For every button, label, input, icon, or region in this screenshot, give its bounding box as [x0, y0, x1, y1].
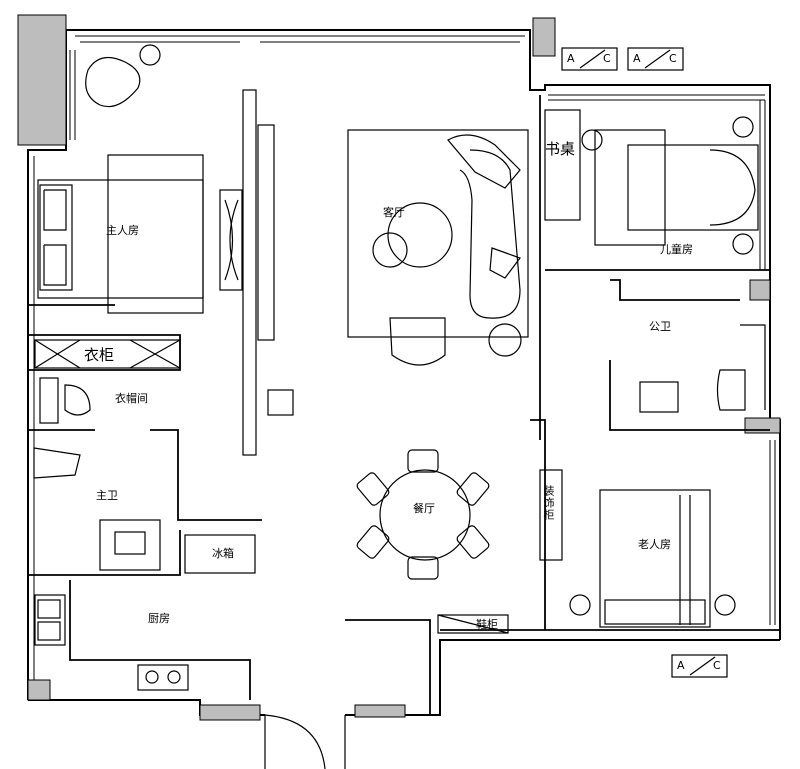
fridge [184, 534, 256, 574]
kids-bed [594, 116, 759, 255]
room-label-master-bedroom: 主人房 [106, 224, 139, 237]
room-label-elder-room: 老人房 [638, 538, 671, 551]
decor-cabinet [539, 469, 563, 561]
room-label-walk-in-closet: 衣帽间 [115, 392, 148, 405]
dining-table [356, 449, 490, 580]
room-label-study: 书桌 [545, 140, 576, 158]
aircon-a-3: A [677, 659, 685, 672]
room-label-public-bath: 公卫 [649, 320, 671, 333]
aircon-units [561, 47, 728, 678]
aircon-c-1: C [603, 52, 611, 65]
armchair-master [85, 44, 161, 108]
aircon-a-1: A [567, 52, 575, 65]
label-shoe-cabinet: 鞋柜 [476, 618, 498, 631]
room-label-kids-room: 儿童房 [660, 243, 693, 256]
master-bath-fixtures [33, 447, 161, 571]
wardrobe [34, 339, 181, 369]
aircon-a-2: A [633, 52, 641, 65]
aircon-c-3: C [713, 659, 721, 672]
room-label-kitchen: 厨房 [148, 612, 170, 625]
label-wardrobe: 衣柜 [84, 346, 115, 364]
tv-wall [219, 89, 294, 456]
elder-bed [569, 489, 736, 628]
columns [17, 14, 781, 721]
closet-fixture [39, 377, 91, 424]
aircon-c-2: C [669, 52, 677, 65]
room-label-master-bath: 主卫 [96, 489, 118, 502]
windows [69, 41, 776, 625]
label-fridge: 冰箱 [212, 547, 234, 560]
room-label-dining-room: 餐厅 [413, 502, 435, 515]
label-decor-cabinet: 装饰柜 [542, 485, 555, 521]
room-label-living-room: 客厅 [383, 206, 405, 219]
public-bath-fixtures [639, 324, 766, 413]
living-rug [347, 129, 529, 366]
entry-door [264, 714, 346, 769]
shoe-cabinet [437, 614, 509, 634]
master-bed [37, 154, 204, 314]
outer-walls [27, 29, 781, 716]
kitchen-fixtures [34, 594, 189, 691]
study-desk [544, 109, 603, 221]
interior-walls [28, 95, 780, 715]
